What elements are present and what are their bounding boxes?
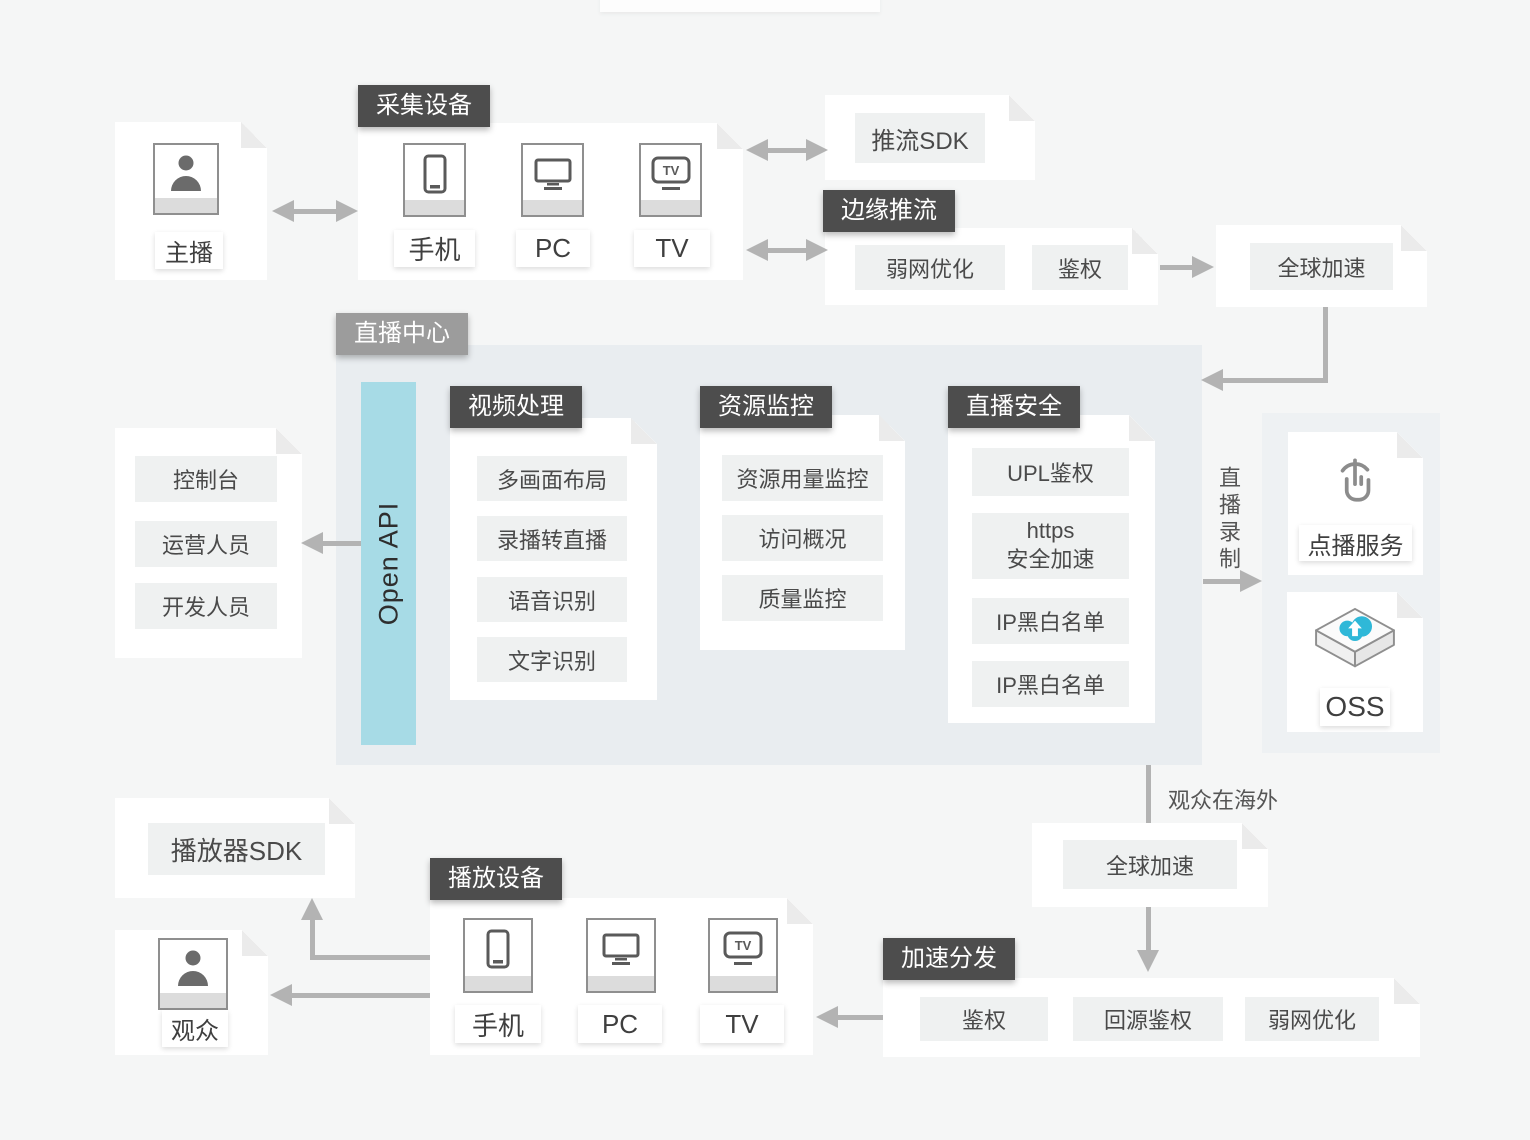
anchor-card: 主播 (115, 122, 267, 280)
capture-devices-tag: 采集设备 (358, 85, 490, 127)
audience-card: 观众 (115, 930, 268, 1055)
audience-avatar-box (158, 938, 228, 1010)
console-card: 控制台 运营人员 开发人员 (115, 428, 302, 658)
video-processing-tag: 视频处理 (450, 386, 582, 428)
live-recording-label: 直播录制 (1216, 466, 1241, 574)
console-item-developers: 开发人员 (135, 583, 277, 629)
security-item-ip-list-1: IP黑白名单 (972, 598, 1129, 644)
resource-monitoring-tag: 资源监控 (700, 386, 832, 428)
accel-item-origin-auth: 回源鉴权 (1073, 997, 1223, 1041)
push-sdk-card: 推流SDK (825, 95, 1035, 180)
svg-text:TV: TV (662, 163, 679, 178)
player-sdk-label: 播放器SDK (148, 823, 325, 875)
vod-card: 点播服务 (1288, 432, 1423, 575)
phone-icon (405, 149, 464, 198)
capture-tv-box: TV (639, 143, 702, 217)
capture-tv-label: TV (634, 230, 710, 267)
player-sdk-card: 播放器SDK (115, 798, 355, 898)
oss-label: OSS (1320, 688, 1390, 726)
global-accel-top-label: 全球加速 (1250, 243, 1393, 290)
resource-monitoring-card: 资源用量监控 访问概况 质量监控 (700, 415, 905, 650)
edge-push-card: 弱网优化 鉴权 (825, 228, 1158, 305)
person-icon (160, 944, 226, 991)
playback-tv-box: TV (708, 918, 778, 993)
open-api-label: Open API (373, 501, 403, 626)
playback-tv-label: TV (700, 1005, 784, 1043)
security-item-ip-list-2: IP黑白名单 (972, 661, 1129, 707)
resource-item-usage: 资源用量监控 (722, 455, 883, 501)
live-security-card: UPL鉴权 https 安全加速 IP黑白名单 IP黑白名单 (948, 415, 1155, 723)
push-sdk-label: 推流SDK (855, 113, 985, 163)
live-security-tag: 直播安全 (948, 386, 1080, 428)
oss-cube-icon (1313, 606, 1397, 678)
capture-pc-label: PC (516, 230, 590, 267)
anchor-label: 主播 (155, 232, 223, 269)
vod-label: 点播服务 (1299, 525, 1412, 561)
audience-label: 观众 (162, 1010, 228, 1047)
console-item-operators: 运营人员 (135, 521, 277, 567)
playback-phone-box (463, 918, 533, 993)
person-icon (155, 149, 217, 196)
avatar-box-strip (155, 198, 217, 213)
resource-item-overview: 访问概况 (722, 515, 883, 561)
global-accel-bottom-card: 全球加速 (1032, 823, 1268, 907)
playback-pc-box (586, 918, 656, 993)
capture-phone-box (403, 143, 466, 217)
playback-devices-tag: 播放设备 (430, 858, 562, 900)
security-item-https: https 安全加速 (972, 513, 1129, 579)
accel-item-auth: 鉴权 (920, 997, 1048, 1041)
video-processing-card: 多画面布局 录播转直播 语音识别 文字识别 (450, 418, 657, 700)
accel-dist-card: 鉴权 回源鉴权 弱网优化 (883, 978, 1420, 1057)
oss-card: OSS (1287, 592, 1423, 732)
security-item-url-auth: UPL鉴权 (972, 448, 1129, 496)
pc-icon (588, 924, 654, 974)
console-item-console: 控制台 (135, 456, 277, 502)
tv-icon: TV (710, 924, 776, 974)
edge-push-item-auth: 鉴权 (1032, 245, 1128, 290)
playback-devices-card: TV 手机 PC TV (430, 898, 813, 1055)
capture-pc-box (521, 143, 584, 217)
video-item-ocr: 文字识别 (477, 637, 627, 682)
cropped-card-edge (600, 0, 880, 12)
playback-pc-label: PC (578, 1005, 662, 1043)
video-item-multi-layout: 多画面布局 (477, 456, 627, 501)
edge-push-item-weak-network: 弱网优化 (855, 245, 1005, 290)
click-icon (1326, 448, 1384, 510)
resource-item-quality: 质量监控 (722, 575, 883, 621)
tv-icon: TV (641, 149, 700, 198)
capture-devices-card: TV 手机 PC TV (358, 123, 743, 280)
global-accel-top-card: 全球加速 (1216, 225, 1427, 307)
anchor-avatar-box (153, 143, 219, 215)
accel-dist-tag: 加速分发 (883, 938, 1015, 980)
edge-push-tag: 边缘推流 (823, 190, 955, 232)
playback-phone-label: 手机 (455, 1005, 541, 1043)
capture-phone-label: 手机 (394, 230, 475, 267)
video-item-vod-to-live: 录播转直播 (477, 516, 627, 561)
phone-icon (465, 924, 531, 974)
svg-text:TV: TV (735, 938, 752, 953)
accel-item-weak-network: 弱网优化 (1245, 997, 1379, 1041)
overseas-note: 观众在海外 (1168, 788, 1279, 813)
pc-icon (523, 149, 582, 198)
global-accel-bottom-label: 全球加速 (1063, 840, 1237, 889)
open-api-bar: Open API (361, 382, 416, 745)
live-center-tag: 直播中心 (336, 313, 468, 355)
video-item-asr: 语音识别 (477, 577, 627, 622)
